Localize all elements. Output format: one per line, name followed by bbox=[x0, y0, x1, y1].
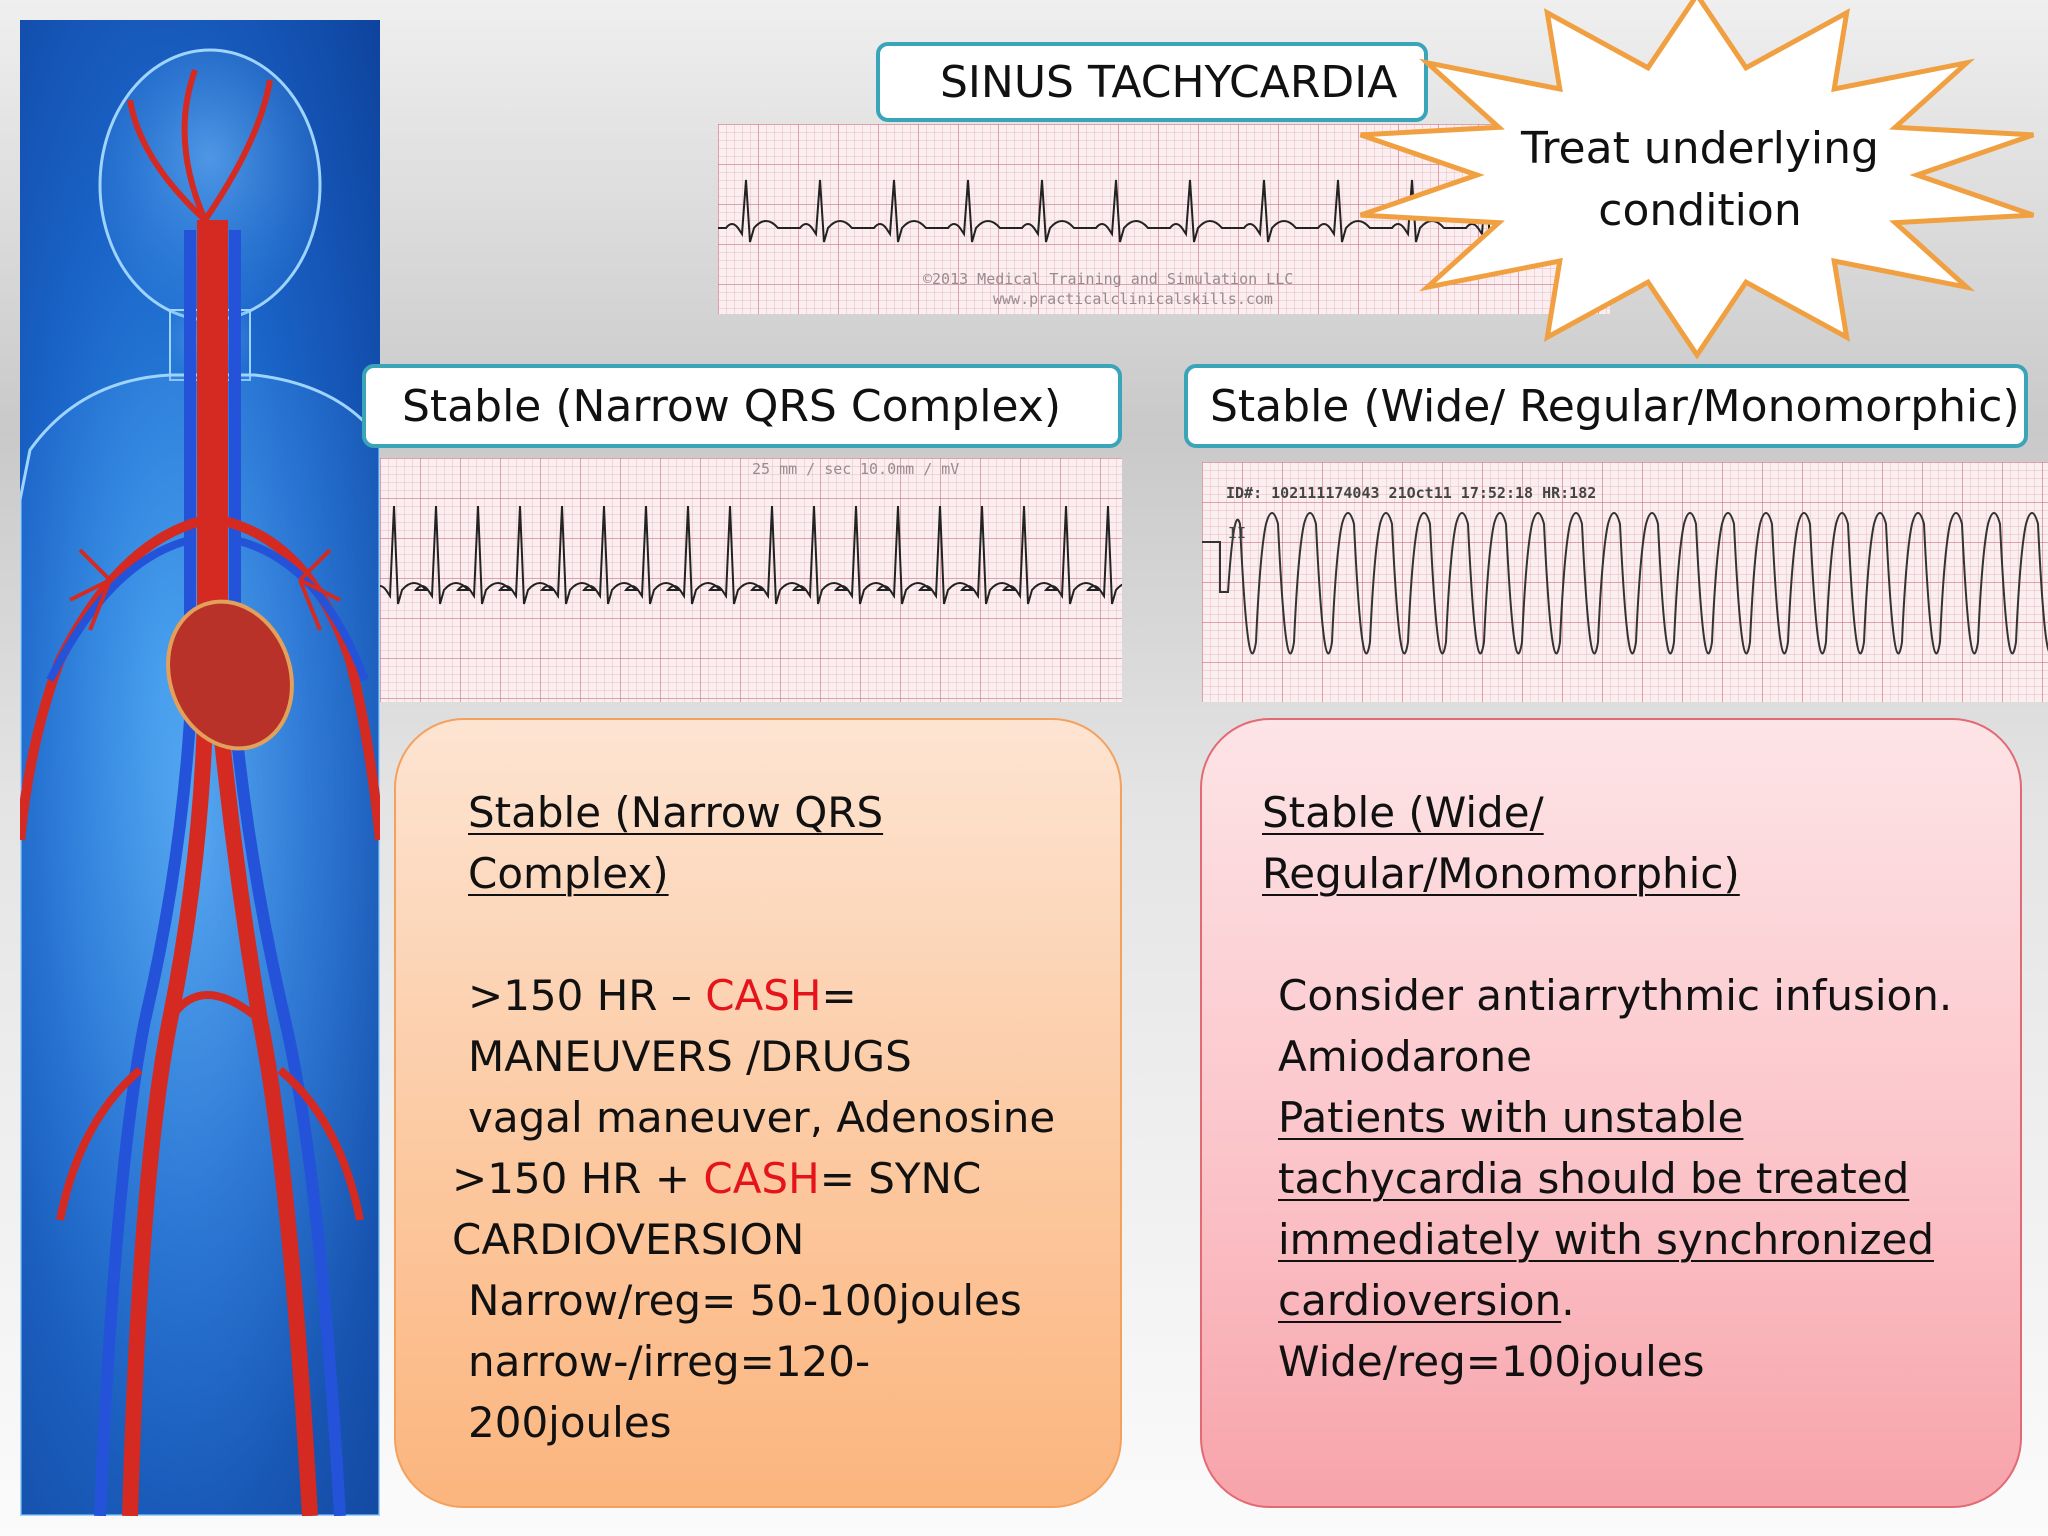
narrow-panel-line-3: vagal maneuver, Adenosine bbox=[468, 1093, 1056, 1142]
ecg-speed-label: 25 mm / sec bbox=[752, 460, 852, 478]
ecg-gain-label: 10.0mm / mV bbox=[860, 460, 960, 478]
cash-text: CASH bbox=[703, 1154, 820, 1203]
narrow-panel-title-2: Complex) bbox=[468, 849, 669, 898]
period-text: . bbox=[1561, 1276, 1575, 1325]
equals-text: = bbox=[821, 971, 857, 1020]
wide-panel-title-2: Regular/Monomorphic) bbox=[1262, 849, 1740, 898]
wide-panel-line-6: cardioversion. bbox=[1278, 1270, 1575, 1331]
callout-line-2: condition bbox=[1598, 185, 1802, 236]
narrow-qrs-panel: Stable (Narrow QRS Complex) >150 HR – CA… bbox=[394, 718, 1122, 1508]
narrow-panel-line-7: narrow-/irreg=120- bbox=[468, 1337, 871, 1386]
wide-panel-line-2: Amiodarone bbox=[1278, 1032, 1532, 1081]
narrow-panel-line-1: >150 HR – CASH= bbox=[468, 965, 857, 1026]
wide-qrs-header-label: Stable (Wide/ Regular/Monomorphic) bbox=[1210, 380, 2020, 432]
hr-text: >150 HR – bbox=[468, 971, 706, 1020]
wide-panel-line-4: tachycardia should be treated bbox=[1278, 1154, 1910, 1203]
hr-text: >150 HR + bbox=[452, 1154, 704, 1203]
narrow-panel-line-6: Narrow/reg= 50-100joules bbox=[468, 1276, 1022, 1325]
narrow-panel-line-8: 200joules bbox=[468, 1398, 672, 1447]
callout-text: Treat underlying condition bbox=[1480, 118, 1920, 242]
wide-panel-line-5: immediately with synchronized bbox=[1278, 1215, 1934, 1264]
narrow-panel-line-2: MANEUVERS /DRUGS bbox=[468, 1032, 912, 1081]
cash-text: CASH bbox=[705, 971, 822, 1020]
wide-panel-title-1: Stable (Wide/ bbox=[1262, 788, 1544, 837]
sinus-tachycardia-label: SINUS TACHYCARDIA bbox=[940, 56, 1398, 108]
ecg-watermark: ©2013 Medical Training and Simulation LL… bbox=[923, 270, 1294, 288]
ecg-watermark-url: www.practicalclinicalskills.com bbox=[993, 290, 1273, 308]
ecg-sinus-trace bbox=[718, 179, 1610, 243]
narrow-panel-line-4: >150 HR + CASH= SYNC bbox=[452, 1148, 981, 1209]
narrow-qrs-header-label: Stable (Narrow QRS Complex) bbox=[402, 380, 1062, 432]
wide-qrs-panel: Stable (Wide/ Regular/Monomorphic) Consi… bbox=[1200, 718, 2022, 1508]
ecg-narrow-qrs: 25 mm / sec 10.0mm / mV bbox=[380, 458, 1122, 702]
callout-starburst bbox=[1359, 0, 2035, 360]
sync-text: = SYNC bbox=[819, 1154, 982, 1203]
wide-panel-line-7: Wide/reg=100joules bbox=[1278, 1337, 1705, 1386]
wide-panel-line-3: Patients with unstable bbox=[1278, 1093, 1744, 1142]
narrow-qrs-header: Stable (Narrow QRS Complex) bbox=[362, 364, 1122, 448]
narrow-panel-title-1: Stable (Narrow QRS bbox=[468, 788, 884, 837]
circulatory-figure bbox=[20, 48, 380, 1516]
ecg-wide-trace bbox=[1202, 512, 2048, 655]
ecg-narrow-trace bbox=[380, 505, 1122, 605]
wide-qrs-header: Stable (Wide/ Regular/Monomorphic) bbox=[1184, 364, 2028, 448]
callout-line-1: Treat underlying bbox=[1521, 123, 1879, 174]
sinus-tachycardia-header: SINUS TACHYCARDIA bbox=[876, 42, 1428, 122]
ecg-id-label: ID#: 102111174043 21Oct11 17:52:18 HR:18… bbox=[1226, 484, 1597, 502]
narrow-panel-line-5: CARDIOVERSION bbox=[452, 1215, 805, 1264]
ecg-lead-label: II bbox=[1228, 524, 1247, 542]
cardioversion-text: cardioversion bbox=[1278, 1276, 1562, 1325]
ecg-wide-monomorphic: ID#: 102111174043 21Oct11 17:52:18 HR:18… bbox=[1202, 462, 2048, 702]
wide-panel-line-1: Consider antiarrythmic infusion. bbox=[1278, 971, 1953, 1020]
heart-icon bbox=[166, 599, 294, 751]
anatomy-illustration bbox=[20, 20, 380, 1516]
